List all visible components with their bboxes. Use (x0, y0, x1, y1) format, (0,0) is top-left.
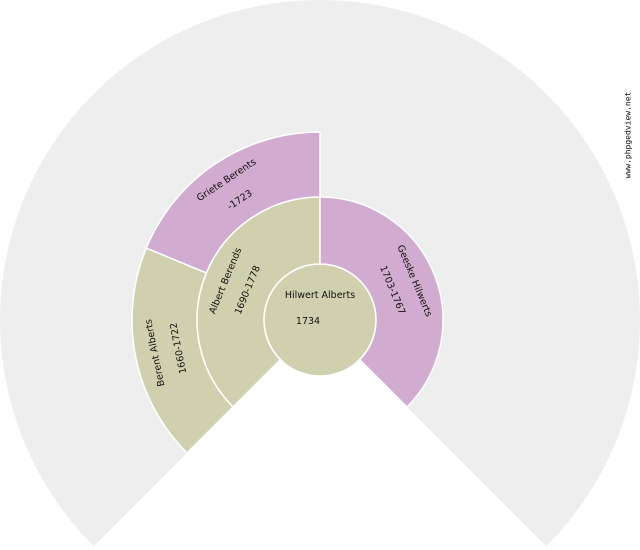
person-name: Hilwert Alberts (285, 290, 355, 301)
person-label-root[interactable]: Hilwert Alberts 1734 (285, 290, 355, 327)
person-segment-paternal-grandmother[interactable] (145, 131, 321, 274)
credit-text[interactable]: www.phpgedview.net (623, 91, 633, 179)
person-dates: 1734 (296, 316, 320, 327)
person-segment-mother[interactable] (319, 196, 444, 409)
